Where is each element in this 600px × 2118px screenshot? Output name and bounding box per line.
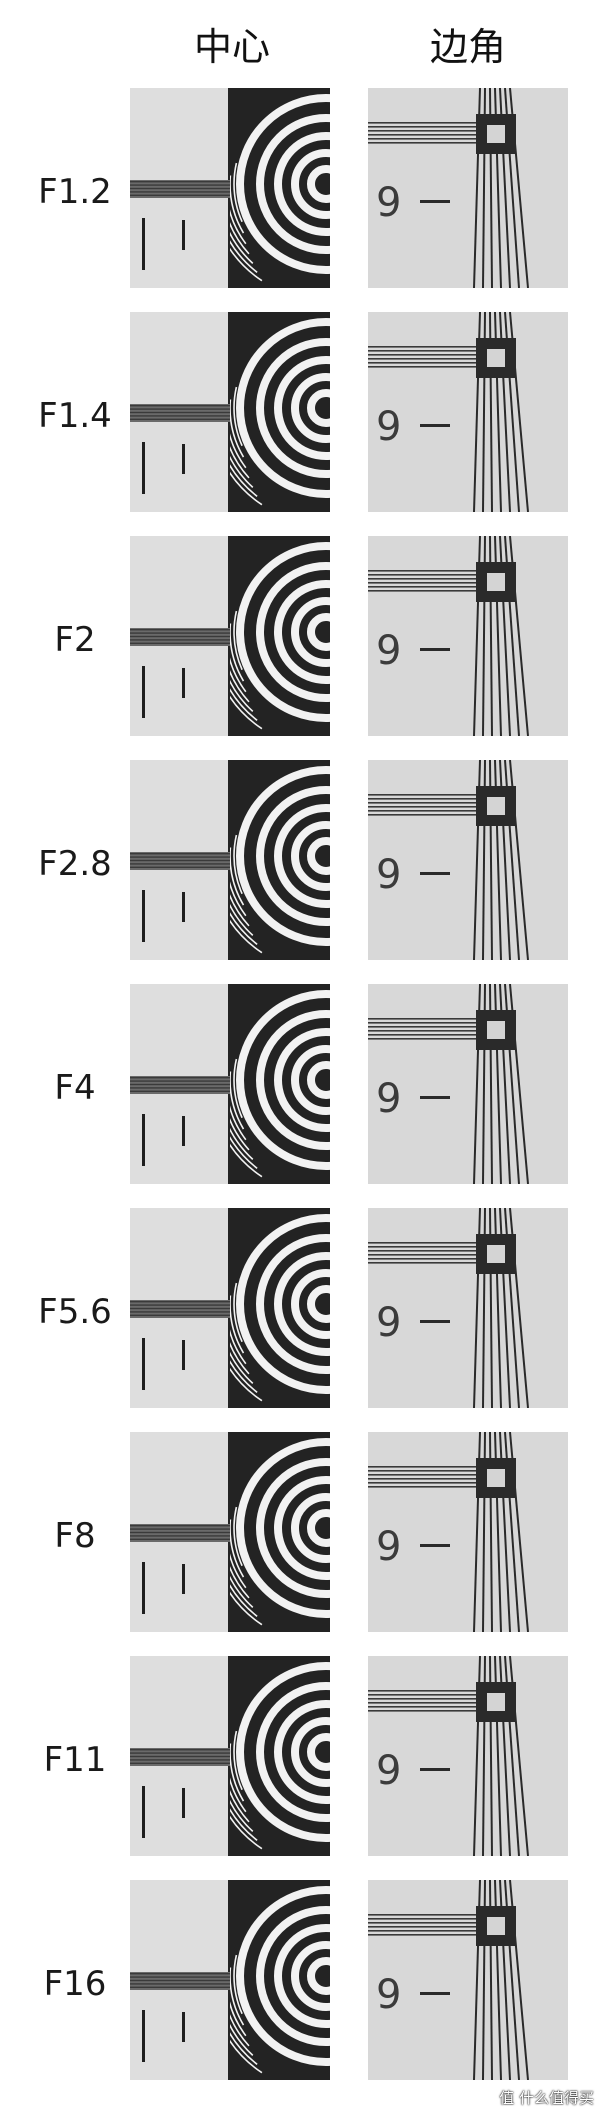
corner-crop-image: 9	[368, 1208, 568, 1408]
svg-text:9: 9	[376, 1524, 401, 1570]
aperture-label: F16	[43, 1964, 107, 2004]
aperture-row-1: F1.2 9	[0, 88, 600, 288]
corner-crop-image: 9	[368, 312, 568, 512]
column-header-corner: 边角	[429, 25, 506, 69]
aperture-label: F1.4	[38, 396, 112, 436]
aperture-label: F1.2	[38, 172, 112, 212]
aperture-row-6: F5.6 9	[0, 1208, 600, 1408]
aperture-row-5: F4 9	[0, 984, 600, 1184]
aperture-row-3: F2 9	[0, 536, 600, 736]
aperture-label: F11	[43, 1740, 107, 1780]
svg-text:9: 9	[376, 1300, 401, 1346]
center-crop-image	[130, 1880, 330, 2080]
aperture-label: F4	[54, 1068, 96, 1108]
center-crop-image	[130, 88, 330, 288]
site-watermark: 值 什么值得买	[499, 2089, 594, 2107]
svg-text:9: 9	[376, 180, 401, 226]
center-crop-image	[130, 536, 330, 736]
corner-crop-image: 9	[368, 1880, 568, 2080]
center-crop-image	[130, 1656, 330, 1856]
svg-text:9: 9	[376, 404, 401, 450]
svg-text:9: 9	[376, 628, 401, 674]
corner-crop-image: 9	[368, 760, 568, 960]
svg-text:9: 9	[376, 1076, 401, 1122]
corner-crop-image: 9	[368, 1432, 568, 1632]
aperture-label: F2.8	[38, 844, 112, 884]
corner-crop-image: 9	[368, 1656, 568, 1856]
svg-text:9: 9	[376, 1748, 401, 1794]
aperture-label: F5.6	[38, 1292, 112, 1332]
svg-text:9: 9	[376, 1972, 401, 2018]
corner-crop-image: 9	[368, 536, 568, 736]
center-crop-image	[130, 312, 330, 512]
aperture-row-2: F1.4 9	[0, 312, 600, 512]
corner-crop-image: 9	[368, 88, 568, 288]
center-crop-image	[130, 984, 330, 1184]
center-crop-image	[130, 760, 330, 960]
svg-text:9: 9	[376, 852, 401, 898]
aperture-label: F2	[54, 620, 96, 660]
aperture-row-7: F8 9	[0, 1432, 600, 1632]
aperture-row-4: F2.8 9	[0, 760, 600, 960]
column-header-center: 中心	[193, 25, 270, 69]
corner-crop-image: 9	[368, 984, 568, 1184]
center-crop-image	[130, 1208, 330, 1408]
aperture-row-9: F16 9	[0, 1880, 600, 2080]
aperture-row-8: F11 9	[0, 1656, 600, 1856]
aperture-label: F8	[54, 1516, 96, 1556]
center-crop-image	[130, 1432, 330, 1632]
